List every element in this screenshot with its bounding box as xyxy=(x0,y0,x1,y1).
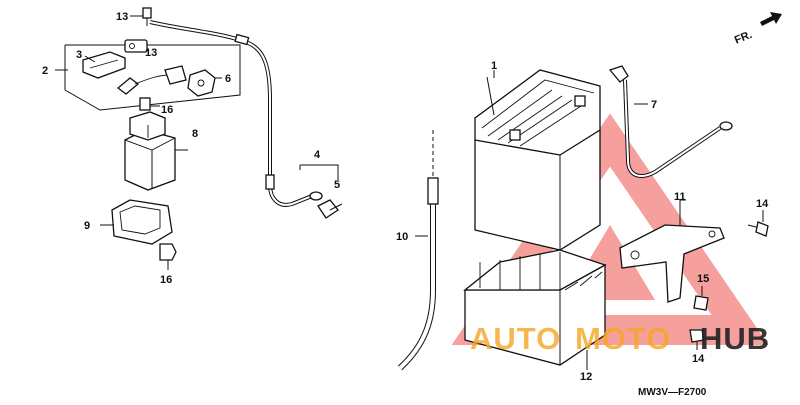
callout-16-top: 16 xyxy=(161,104,173,116)
callout-9: 9 xyxy=(84,220,90,232)
callout-15: 15 xyxy=(697,273,709,285)
callout-5: 5 xyxy=(334,179,340,191)
cable-clip-part-13 xyxy=(124,39,148,53)
relay-cover-part-3 xyxy=(82,51,126,79)
callout-8: 8 xyxy=(192,128,198,140)
callout-11: 11 xyxy=(674,191,686,203)
connector-group-outline xyxy=(64,44,241,111)
watermark-word-auto: AUTO xyxy=(470,321,561,356)
bolt-part-13-top xyxy=(142,7,152,26)
callout-4-leader xyxy=(300,164,339,180)
watermark-word-moto: MOTO xyxy=(575,321,671,356)
battery-tray-part-12 xyxy=(463,249,607,368)
callout-1: 1 xyxy=(491,60,497,72)
breather-tube-part-10 xyxy=(397,130,439,371)
callout-4: 4 xyxy=(314,149,321,161)
callout-6: 6 xyxy=(225,73,231,85)
callout-2: 2 xyxy=(42,65,48,77)
relay-mount-part-9 xyxy=(100,199,173,245)
figure-code: MW3V—F2700 xyxy=(638,387,707,398)
front-arrow-icon xyxy=(760,12,782,26)
callout-7: 7 xyxy=(651,99,657,111)
battery-cable-part-4 xyxy=(149,20,323,207)
battery-bracket-part-11 xyxy=(619,200,725,303)
front-marker-label: FR. xyxy=(733,29,754,47)
watermark-wordmark: AUTO MOTO HUB xyxy=(470,321,770,356)
terminal-bolt-part-5 xyxy=(317,199,343,219)
battery-part-1 xyxy=(474,69,601,251)
watermark-word-hub: HUB xyxy=(700,321,770,356)
callout-14-top: 14 xyxy=(756,198,769,210)
callout-14-bottom: 14 xyxy=(692,353,705,365)
harness-wire xyxy=(116,65,187,95)
bolt-part-15 xyxy=(693,286,709,311)
connector-part-6 xyxy=(187,69,216,97)
bolt-part-14-bottom xyxy=(689,329,705,350)
fuse-part-16-bottom xyxy=(159,243,177,261)
battery-cable-part-7 xyxy=(608,65,733,178)
callout-13-top: 13 xyxy=(116,11,128,23)
starter-relay-part-8 xyxy=(124,111,188,191)
callout-leaders xyxy=(55,15,686,370)
callout-13-clip: 13 xyxy=(145,47,157,59)
callout-3: 3 xyxy=(76,49,82,61)
callout-16-bottom: 16 xyxy=(160,274,172,286)
bolt-part-14-top xyxy=(747,210,769,237)
fuse-part-16-top xyxy=(139,97,160,111)
callout-12: 12 xyxy=(580,371,592,383)
callout-10: 10 xyxy=(396,231,408,243)
callout-numbers: 1 2 3 4 5 6 7 8 9 10 11 12 13 13 14 14 1… xyxy=(42,11,769,383)
